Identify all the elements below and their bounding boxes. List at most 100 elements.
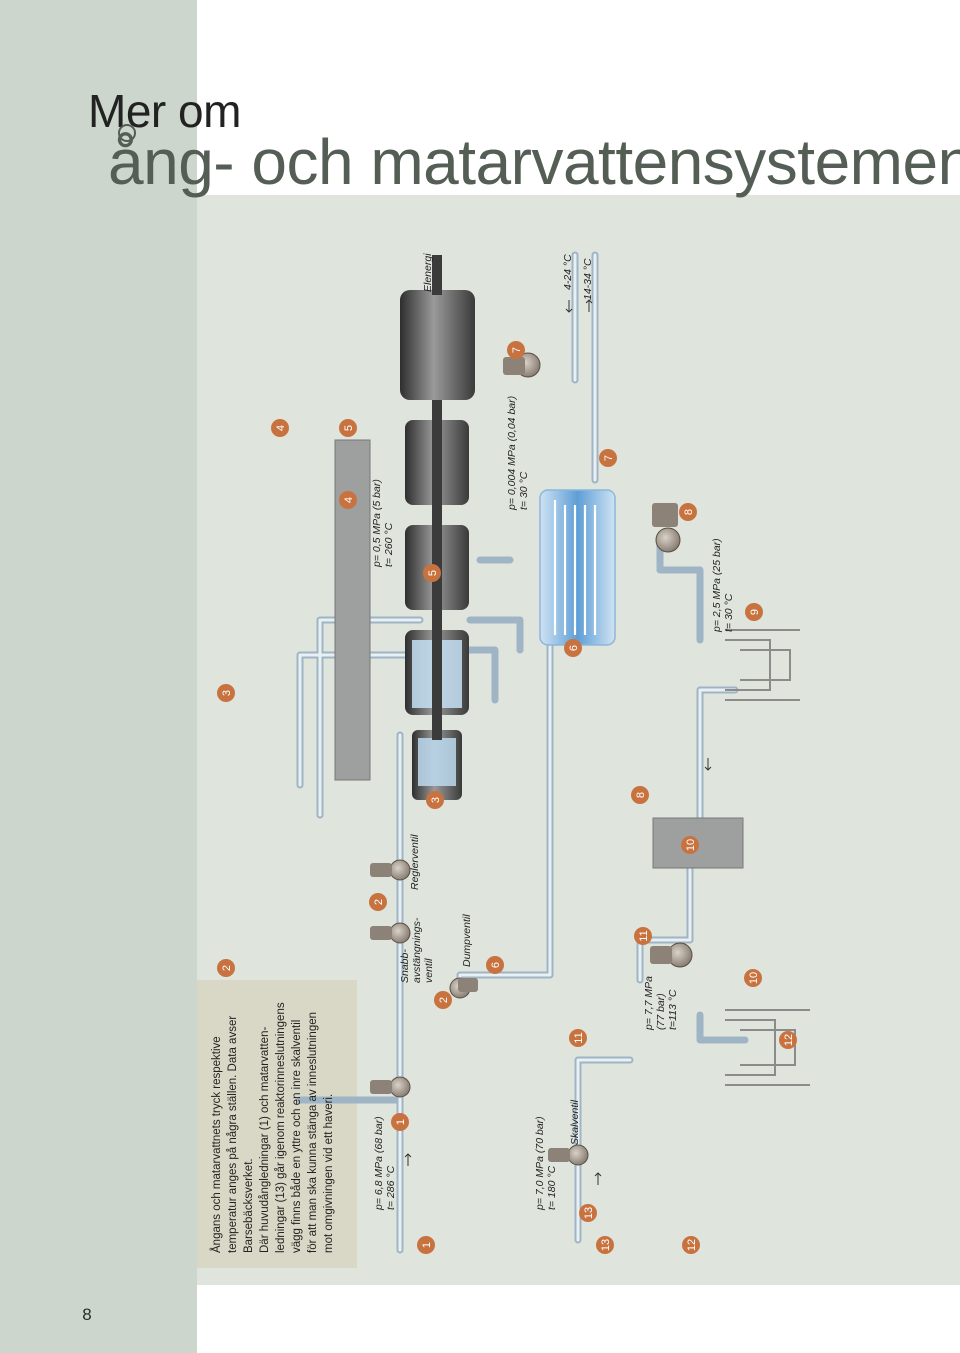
pump-11 [650, 942, 693, 968]
marker-1-3: 1 [391, 1113, 409, 1131]
cond-6-t: t= 180 °C [546, 1165, 558, 1210]
label-elenergi: Elenergi [422, 253, 434, 292]
marker-8-23: 8 [679, 503, 697, 521]
marker-7-25: 7 [507, 341, 525, 359]
marker-7-22: 7 [599, 449, 617, 467]
marker-10-13: 10 [681, 836, 699, 854]
valve-dump [449, 977, 478, 999]
hp-preheater [725, 1009, 810, 1086]
marker-11-11: 11 [634, 927, 652, 945]
marker-label: 8 [635, 792, 647, 798]
pump-8 [652, 503, 681, 553]
marker-label: 8 [683, 509, 695, 515]
left-sidebar [0, 0, 197, 1353]
marker-label: 6 [568, 645, 580, 651]
cond-5-bar: (77 bar) [655, 993, 667, 1030]
cond-2-p: p= 0,5 MPa (5 bar) [371, 479, 383, 568]
marker-9-24: 9 [745, 603, 763, 621]
marker-6-21: 6 [564, 639, 582, 657]
marker-12-6: 12 [779, 1031, 797, 1049]
valve-skal [548, 1144, 589, 1166]
marker-label: 2 [221, 965, 233, 971]
caption-line-8: mot omgivningen vid ett haveri. [323, 1094, 335, 1253]
marker-2-7: 2 [217, 959, 235, 977]
marker-label: 3 [430, 797, 442, 803]
caption-line-7: för att man ska kunna stänga av inneslut… [307, 1012, 319, 1253]
marker-label: 4 [343, 497, 355, 503]
marker-4-17: 4 [339, 491, 357, 509]
marker-label: 4 [275, 425, 287, 431]
marker-label: 2 [438, 997, 450, 1003]
marker-2-9: 2 [434, 991, 452, 1009]
page-title-line2: ång- och matarvattensystemen [108, 126, 960, 198]
lp-preheater [725, 629, 800, 701]
cond-5-t: t=113 °C [667, 989, 679, 1030]
marker-12-2: 12 [682, 1236, 700, 1254]
a-ring-accent [118, 124, 136, 142]
marker-label: 5 [343, 425, 355, 431]
marker-5-20: 5 [423, 564, 441, 582]
label-skalventil: Skalventil [569, 1099, 581, 1145]
sea-out-temp: 14-34 °C [582, 258, 594, 300]
cond-1-t: t= 286 °C [385, 1165, 397, 1210]
marker-3-15: 3 [217, 684, 235, 702]
cond-2-t: t= 260 °C [383, 522, 395, 567]
marker-4-19: 4 [271, 419, 289, 437]
valve-snabb [370, 922, 411, 944]
marker-label: 7 [603, 455, 615, 461]
caption-line-2: temperatur anges på några ställen. Data … [227, 1016, 239, 1253]
marker-label: 10 [685, 839, 697, 851]
label-snabb-3: ventil [423, 958, 435, 983]
marker-1-0: 1 [417, 1236, 435, 1254]
marker-label: 11 [638, 930, 650, 941]
caption-box [197, 980, 357, 1268]
pump-7 [503, 352, 541, 378]
marker-10-12: 10 [744, 969, 762, 987]
marker-3-16: 3 [426, 791, 444, 809]
caption-line-5: ledningar (13) går igenom reaktorinneslu… [275, 1002, 287, 1253]
marker-8-14: 8 [631, 786, 649, 804]
cond-3-p: p= 0,004 MPa (0,04 bar) [506, 396, 518, 511]
marker-label: 7 [511, 347, 523, 353]
reheater-box [334, 439, 371, 781]
marker-11-5: 11 [569, 1029, 587, 1047]
marker-label: 11 [573, 1032, 585, 1043]
cond-6-p: p= 7,0 MPa (70 bar) [534, 1116, 546, 1211]
caption-line-3: Barsebäcksverket. [243, 1158, 255, 1253]
label-snabb-2: avstängnings- [411, 917, 423, 983]
marker-2-8: 2 [369, 893, 387, 911]
cond-4-p: p= 2,5 MPa (25 bar) [711, 538, 723, 633]
marker-label: 12 [783, 1034, 795, 1046]
marker-label: 6 [490, 962, 502, 968]
page-number: 8 [82, 1305, 92, 1324]
page-title-line1: Mer om [88, 85, 241, 137]
marker-label: 13 [583, 1207, 595, 1219]
label-dumpventil: Dumpventil [461, 914, 473, 967]
cond-5-p: p= 7,7 MPa [643, 976, 655, 1031]
label-snabb-1: Snabb- [399, 949, 411, 983]
marker-13-4: 13 [579, 1204, 597, 1222]
marker-label: 1 [395, 1119, 407, 1125]
caption-line-1: Ångans och matarvattnets tryck respektiv… [210, 1036, 223, 1253]
condenser [539, 489, 616, 646]
marker-13-1: 13 [596, 1236, 614, 1254]
caption-line-4: Där huvudångledningar (1) och matarvatte… [259, 1027, 271, 1253]
marker-5-18: 5 [339, 419, 357, 437]
cond-3-t: t= 30 °C [518, 471, 530, 510]
marker-label: 1 [421, 1242, 433, 1248]
caption-line-6: vägg finns både en yttre och en inre ska… [291, 1020, 303, 1253]
marker-6-10: 6 [486, 956, 504, 974]
marker-label: 12 [686, 1239, 698, 1251]
marker-label: 9 [749, 609, 761, 615]
marker-label: 10 [748, 972, 760, 984]
cond-1-p: p= 6,8 MPa (68 bar) [373, 1116, 385, 1211]
marker-label: 13 [600, 1239, 612, 1251]
marker-label: 5 [427, 570, 439, 576]
marker-label: 3 [221, 690, 233, 696]
label-reglerventil: Reglerventil [409, 834, 421, 890]
generator [400, 290, 475, 400]
sea-in-temp: 4-24 °C [562, 254, 574, 290]
valve-main-1 [370, 1076, 411, 1098]
marker-label: 2 [373, 899, 385, 905]
